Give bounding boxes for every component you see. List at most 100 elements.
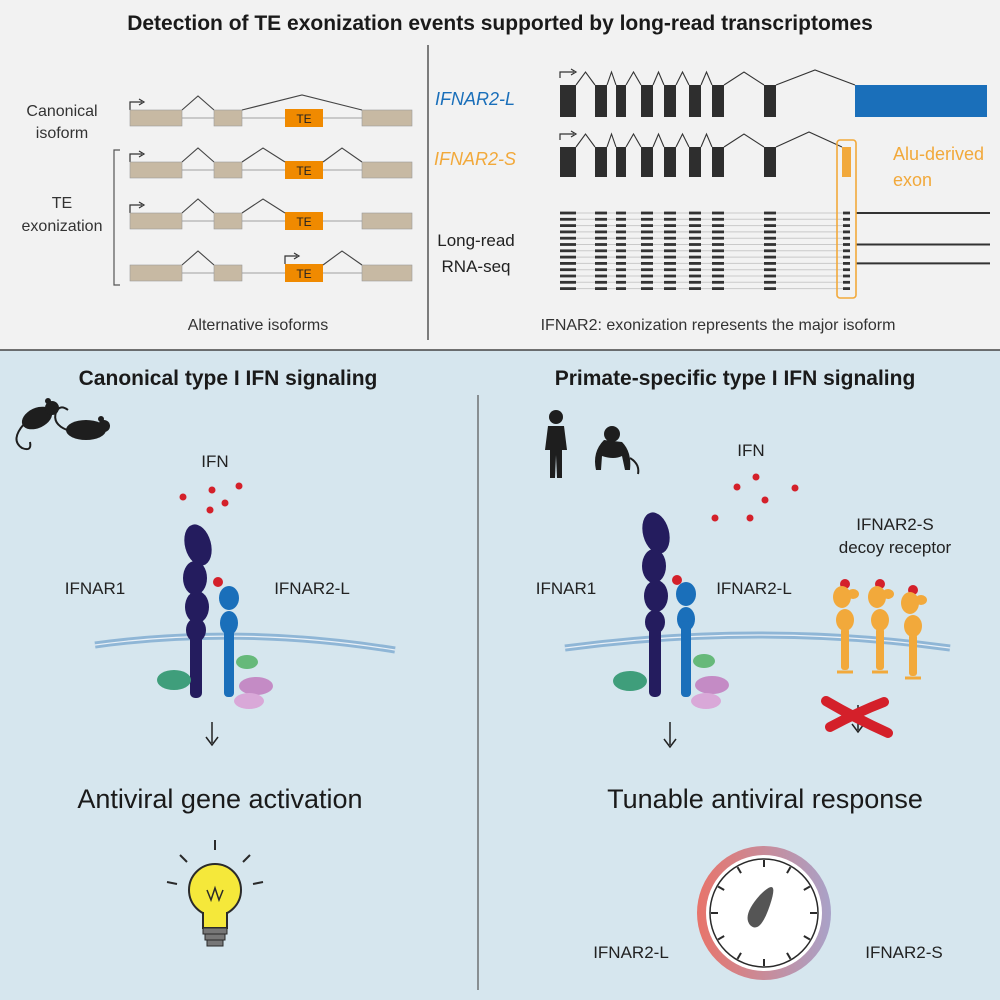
ifn-label-right: IFN [737, 441, 764, 460]
read-segment [712, 230, 724, 234]
ifnar1-receptor [183, 524, 212, 698]
read-segment [560, 243, 576, 246]
long-read-alignments [560, 211, 990, 290]
ifn-label: IFN [201, 452, 228, 471]
bottom-panel-background [0, 350, 1000, 1000]
intron [675, 132, 690, 148]
ifnar1-label-right: IFNAR1 [536, 579, 596, 598]
intron [652, 70, 665, 86]
read-segment [764, 211, 776, 215]
jak-kinase [157, 670, 191, 690]
gauge-tick [736, 952, 742, 960]
gauge-left-label: IFNAR2-L [593, 943, 669, 962]
read-segment [664, 255, 676, 259]
read-segment [616, 268, 626, 272]
exon [664, 85, 676, 117]
intron [625, 70, 642, 86]
te-exonization-label-2: exonization [22, 218, 103, 235]
decoy-domain [847, 589, 859, 599]
read-segment [616, 224, 626, 227]
top-title: Detection of TE exonization events suppo… [127, 12, 873, 35]
ifn-molecules-right [711, 473, 799, 522]
gauge-ticks [711, 860, 817, 966]
intron [606, 70, 617, 86]
decoy-domain [871, 609, 889, 631]
read-segment [843, 230, 850, 234]
exon [712, 85, 724, 117]
ifnar2-s-label: IFNAR2-S [434, 149, 516, 169]
stat-protein [234, 693, 264, 709]
monkey-icon [595, 426, 640, 475]
ifnar2-l-exons [560, 70, 776, 117]
exon [616, 147, 626, 177]
antiviral-activation-text: Antiviral gene activation [77, 784, 362, 814]
read-segment [560, 217, 576, 221]
read-segment [595, 236, 607, 240]
read-segment [560, 230, 576, 234]
decoy-stalk [841, 628, 849, 670]
exon [595, 147, 607, 177]
read-segment [664, 243, 676, 246]
ifnar2-caption: IFNAR2: exonization represents the major… [541, 317, 896, 334]
isoform-schematic: Canonical isoform TE exonization TE TE [22, 94, 413, 334]
primate-signaling-panel: Primate-specific type I IFN signaling IF… [536, 367, 952, 980]
isoform-row-te-1: TE [129, 147, 413, 179]
alu-derived-exon [842, 147, 851, 177]
intron [652, 132, 665, 148]
te-exon-label: TE [296, 164, 311, 178]
isoform-row-te-3: TE [129, 250, 413, 282]
read-segment [595, 287, 607, 290]
exon [129, 109, 183, 127]
read-segment [560, 274, 576, 278]
read-segment [641, 255, 653, 259]
read-segment [595, 217, 607, 221]
read-segment [641, 268, 653, 272]
read-segment [641, 262, 653, 265]
read-segment [843, 274, 850, 278]
exon [361, 109, 413, 127]
human-icon [545, 410, 567, 478]
gauge-tick [803, 935, 811, 941]
ifn-molecules [179, 482, 243, 514]
read-segment [689, 262, 701, 265]
exon [689, 147, 701, 177]
read-segment [616, 255, 626, 259]
read-segment [764, 280, 776, 284]
read-segment [712, 236, 724, 240]
read-segment [712, 268, 724, 272]
read-segment [616, 217, 626, 221]
read-segment [664, 268, 676, 272]
gauge-tick [786, 952, 792, 960]
read-segment [712, 255, 724, 259]
read-segment [843, 268, 850, 272]
ifnar2-l-receptor-right [676, 582, 696, 697]
ifnar1-label: IFNAR1 [65, 579, 125, 598]
read-segment [689, 230, 701, 234]
te-exon-label: TE [296, 215, 311, 229]
read-segment [712, 211, 724, 215]
stat-protein-right [691, 693, 721, 709]
read-segment [560, 211, 576, 215]
read-segment [560, 268, 576, 272]
read-segment [843, 224, 850, 227]
decoy-domain [833, 586, 851, 608]
gauge-right-label: IFNAR2-S [865, 943, 942, 962]
exon [764, 85, 776, 117]
te-exon-label: TE [296, 112, 311, 126]
read-segment [843, 287, 850, 290]
read-segment [764, 236, 776, 240]
read-segment [560, 287, 576, 290]
read-segment [560, 262, 576, 265]
long-read-label-1: Long-read [437, 231, 515, 250]
tss-arrow-icon [559, 133, 574, 140]
read-segment [764, 262, 776, 265]
read-segment [641, 211, 653, 215]
exon [641, 147, 653, 177]
canonical-signaling-title: Canonical type I IFN signaling [79, 367, 378, 390]
read-segment [689, 268, 701, 272]
ifnar2-l-receptor [219, 586, 239, 697]
read-segment [641, 243, 653, 246]
alu-exon-highlight-box [836, 139, 857, 299]
ifnar2-l-label: IFNAR2-L [435, 89, 515, 109]
